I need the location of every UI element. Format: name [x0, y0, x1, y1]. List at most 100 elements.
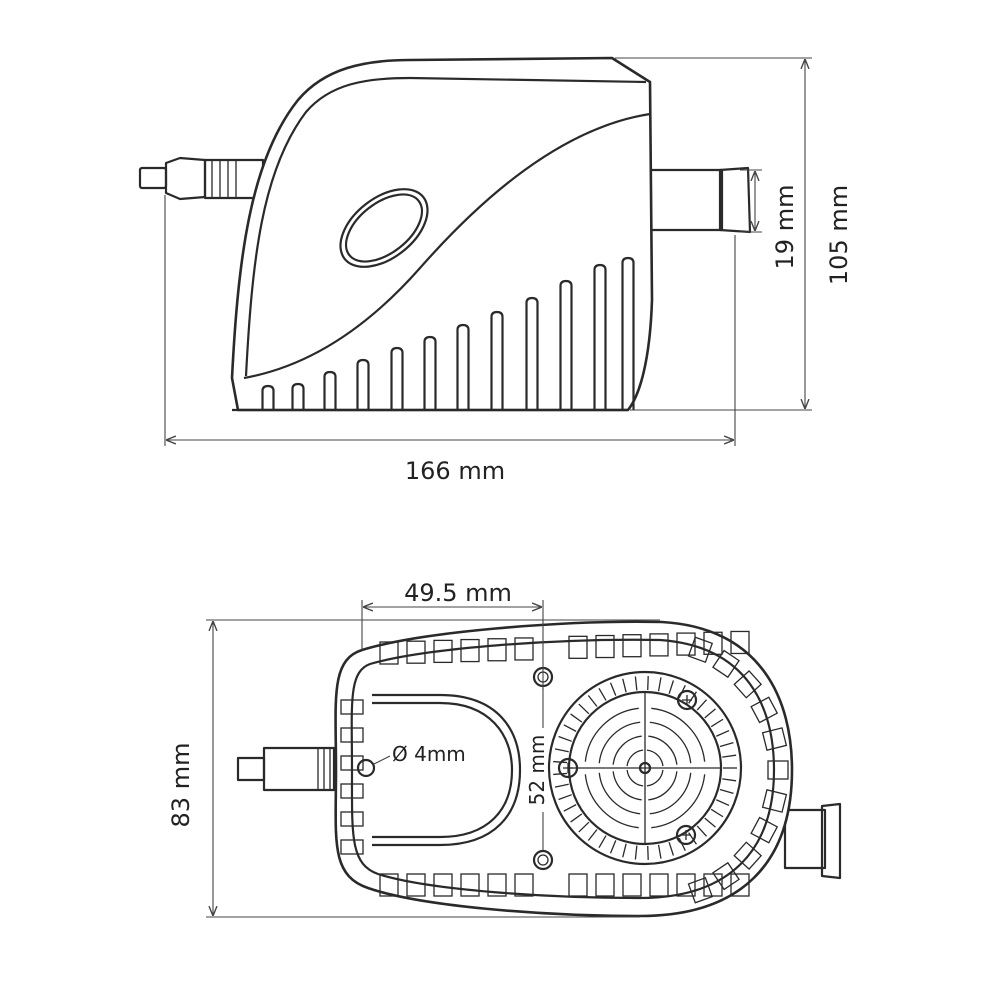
rib: [340, 783, 364, 799]
rib: [379, 641, 399, 665]
pump-housing: [230, 56, 654, 412]
rib: [687, 876, 714, 904]
outlet-label: 19 mm: [771, 185, 799, 270]
grille-slot: [715, 729, 730, 737]
height-dimension: 105 mm: [615, 57, 853, 411]
width-label: 166 mm: [405, 457, 505, 485]
grille-slot: [558, 794, 572, 801]
grille-slot: [598, 688, 607, 701]
side-view: 166 mm 105 mm 19 mm: [138, 56, 853, 485]
grille-ring: [626, 769, 644, 787]
depth-label: 83 mm: [167, 743, 195, 828]
grille-slot: [622, 843, 627, 858]
rib: [649, 873, 669, 897]
rib: [379, 873, 399, 897]
grille-slot: [598, 835, 607, 848]
power-cable-connector: [138, 156, 265, 201]
width-dimension: 166 mm: [164, 195, 736, 485]
screw-icon: [676, 689, 698, 711]
grille-slot: [704, 708, 716, 719]
rib: [460, 873, 480, 897]
screw-icon: [675, 824, 697, 846]
hole-spacing-dimension: 52 mm: [525, 688, 549, 850]
bottom-outlet-pipe: [783, 802, 842, 880]
rib: [433, 639, 453, 664]
rib: [514, 637, 534, 661]
grille-slot: [570, 813, 583, 823]
grille-slot: [696, 825, 708, 837]
grille-slot: [563, 724, 577, 732]
fin: [261, 384, 275, 410]
grille-slot: [563, 804, 577, 812]
fin: [525, 296, 539, 410]
housing-swoosh: [243, 112, 651, 380]
rib: [649, 633, 669, 657]
grille-slot: [704, 817, 716, 828]
rib: [433, 873, 453, 897]
grille-slot: [688, 691, 697, 704]
grille-slot: [668, 841, 675, 856]
depth-dimension: 83 mm: [167, 619, 660, 918]
rib: [568, 635, 588, 659]
height-label: 105 mm: [825, 185, 853, 285]
rib: [703, 631, 723, 655]
grille-ring: [648, 735, 678, 765]
housing-inner-edge: [244, 76, 647, 377]
grille-ring: [626, 749, 644, 767]
rib: [676, 873, 696, 897]
grille-ring: [646, 769, 664, 787]
rib: [340, 699, 364, 715]
intake-grille: [547, 670, 743, 866]
grille-ring: [584, 707, 639, 762]
rib: [730, 630, 750, 655]
fin: [621, 256, 635, 410]
rib: [687, 636, 714, 664]
grille-slot: [578, 821, 590, 833]
rib: [733, 670, 763, 699]
grille-slot: [719, 788, 734, 794]
screw-icon: [557, 757, 579, 779]
base-ribs: [340, 630, 789, 904]
fin: [490, 310, 504, 410]
fin: [559, 279, 573, 410]
rib: [568, 873, 588, 897]
rib: [750, 816, 779, 844]
grille-ring: [598, 772, 641, 815]
grille-slot: [678, 837, 686, 851]
grille-slot: [587, 695, 598, 707]
grille-ring: [612, 771, 642, 801]
rib: [750, 696, 779, 724]
rib: [514, 873, 534, 897]
rib: [595, 873, 615, 897]
rib: [406, 640, 426, 664]
grille-slot: [570, 713, 583, 723]
hole-diameter-label: Ø 4mm: [392, 742, 466, 766]
hole-spacing-label: 52 mm: [525, 735, 549, 806]
mount-spacing-dimension: 49.5 mm: [361, 579, 544, 690]
grille-ring: [612, 735, 642, 765]
rib: [676, 632, 696, 656]
rib: [622, 634, 642, 658]
grille-spokes: [569, 692, 721, 844]
rib: [712, 861, 740, 891]
fin: [323, 370, 337, 410]
outlet-pipe: [648, 166, 752, 234]
screws: [557, 689, 698, 846]
rib: [406, 873, 426, 897]
grille-slot: [634, 845, 638, 860]
base-inner-outline: [350, 638, 776, 900]
fin: [456, 323, 470, 410]
grille-slot: [634, 676, 638, 691]
grille-ring: [651, 707, 706, 762]
indicator-window: [339, 188, 429, 268]
rib: [340, 727, 364, 743]
fin: [356, 358, 370, 410]
mount-spacing-label: 49.5 mm: [404, 579, 512, 607]
grille-slot: [710, 718, 724, 728]
grille-slot: [558, 735, 572, 742]
grille-slot: [696, 699, 708, 711]
rib: [340, 811, 364, 827]
grille-slot: [587, 829, 598, 841]
grille-ring: [598, 721, 641, 764]
